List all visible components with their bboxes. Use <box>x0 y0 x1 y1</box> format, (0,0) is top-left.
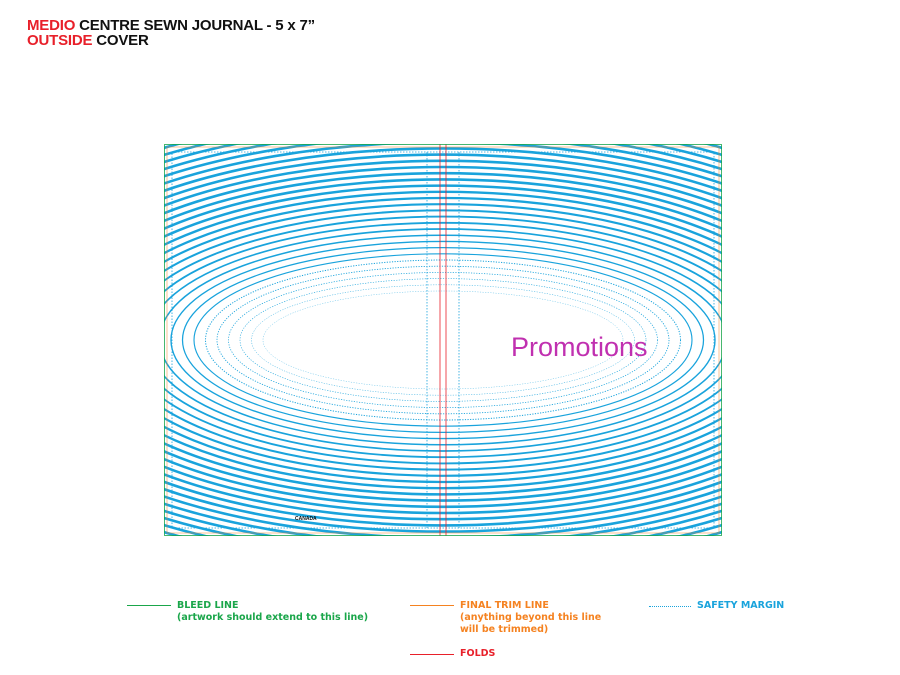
trim-line-label: FINAL TRIM LINE <box>460 600 549 611</box>
pattern-ring <box>181 246 705 434</box>
pattern-ring <box>239 278 647 402</box>
title-product: CENTRE SEWN JOURNAL - 5 x 7” <box>75 17 315 34</box>
legend-safety-margin: SAFETY MARGIN <box>697 600 784 612</box>
legend-bleed-line: BLEED LINE (artwork should extend to thi… <box>177 600 368 624</box>
cover-artwork-canvas: Promotions CANADA <box>164 144 722 536</box>
pattern-ring <box>164 178 722 502</box>
folds-label: FOLDS <box>460 648 496 659</box>
bleed-line-note: (artwork should extend to this line) <box>177 612 369 623</box>
title-line-2: OUTSIDE COVER <box>27 33 315 48</box>
cover-artwork: Promotions CANADA <box>164 144 722 536</box>
pattern-ring <box>164 190 722 490</box>
trim-line-outline <box>166 146 720 534</box>
legend-final-trim-line: FINAL TRIM LINE (anything beyond this li… <box>460 600 601 636</box>
pattern-ring <box>164 171 722 509</box>
pattern-ring <box>205 259 681 421</box>
concentric-ellipse-pattern <box>164 144 722 536</box>
pattern-ring <box>164 215 722 465</box>
folds-swatch <box>410 654 454 655</box>
pattern-ring <box>164 165 722 515</box>
safety-margin-outline <box>171 151 715 529</box>
trim-line-note-1: (anything beyond this line <box>460 612 602 623</box>
pattern-ring <box>164 209 722 471</box>
pattern-ring <box>228 272 658 408</box>
pattern-ring <box>193 253 693 427</box>
pattern-ring <box>164 153 722 527</box>
bleed-line-outline <box>164 144 722 536</box>
bleed-line-label: BLEED LINE <box>177 600 239 611</box>
pattern-ring <box>164 147 722 533</box>
title-line-1: MEDIO CENTRE SEWN JOURNAL - 5 x 7” <box>27 18 315 33</box>
legend-folds: FOLDS <box>460 648 495 660</box>
brand-canada-text: CANADA <box>295 516 317 522</box>
pattern-ring <box>251 284 635 396</box>
pattern-ring <box>164 221 722 459</box>
safety-margin-label: SAFETY MARGIN <box>697 600 785 611</box>
pattern-ring <box>170 240 716 440</box>
safety-margin-swatch <box>649 606 691 607</box>
pattern-ring <box>164 228 722 452</box>
pattern-ring <box>164 159 722 521</box>
page-title: MEDIO CENTRE SEWN JOURNAL - 5 x 7” OUTSI… <box>27 18 315 48</box>
pattern-ring <box>164 184 722 496</box>
trim-line-note-2: will be trimmed) <box>460 624 549 635</box>
title-cover: COVER <box>92 32 149 49</box>
promotions-text: Promotions <box>511 332 648 362</box>
pattern-ring <box>216 265 670 415</box>
pattern-ring <box>164 196 722 484</box>
title-accent-medio: MEDIO <box>27 17 76 34</box>
trim-line-swatch <box>410 605 454 606</box>
pattern-ring <box>164 203 722 477</box>
cover-background <box>164 144 722 536</box>
pattern-ring <box>164 234 722 446</box>
bleed-line-swatch <box>127 605 171 606</box>
title-accent-outside: OUTSIDE <box>27 32 93 49</box>
pattern-ring <box>262 290 624 390</box>
